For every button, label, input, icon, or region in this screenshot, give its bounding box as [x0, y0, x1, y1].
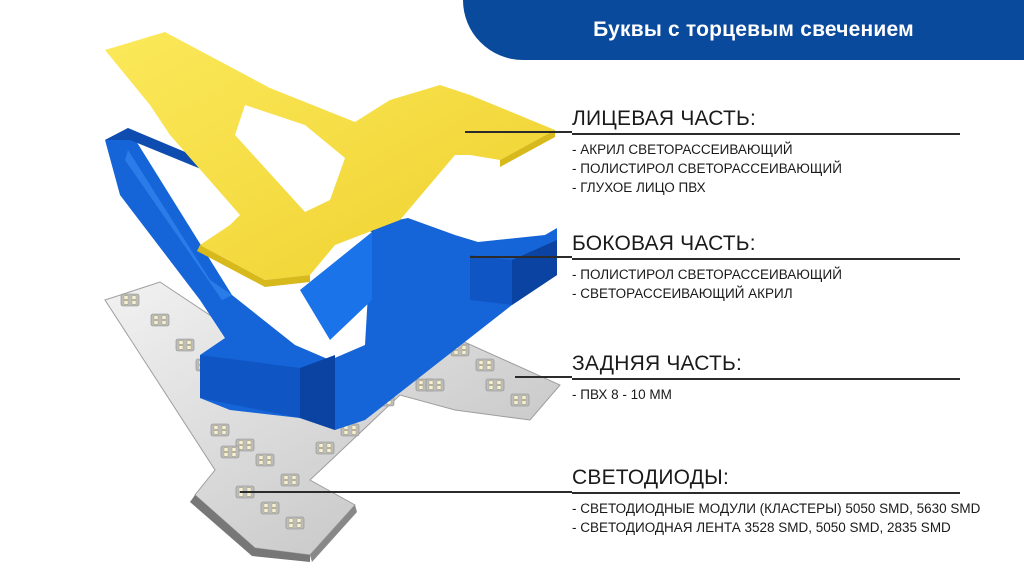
divider	[572, 492, 960, 494]
led-module	[340, 423, 360, 437]
led-module	[220, 445, 240, 459]
list-item: - ПОЛИСТИРОЛ СВЕТОРАССЕИВАЮЩИЙ	[572, 161, 842, 176]
list-item: - АКРИЛ СВЕТОРАССЕИВАЮЩИЙ	[572, 142, 793, 157]
section-heading-leds: СВЕТОДИОДЫ:	[572, 466, 729, 489]
led-module	[280, 473, 300, 487]
led-module	[260, 501, 280, 515]
title-banner: Буквы с торцевым свечением	[463, 0, 1024, 60]
led-module	[510, 393, 530, 407]
led-module	[150, 313, 170, 327]
leader-lines	[240, 131, 572, 493]
led-module	[255, 453, 275, 467]
page-title: Буквы с торцевым свечением	[593, 18, 914, 41]
list-item: - СВЕТОДИОДНЫЕ МОДУЛИ (КЛАСТЕРЫ) 5050 SM…	[572, 501, 981, 516]
led-module	[485, 378, 505, 392]
divider	[572, 258, 960, 260]
section-heading-face: ЛИЦЕВАЯ ЧАСТЬ:	[572, 107, 756, 130]
section-back: ЗАДНЯЯ ЧАСТЬ: - ПВХ 8 - 10 ММ	[572, 352, 1002, 404]
list-item: - ГЛУХОЕ ЛИЦО ПВХ	[572, 180, 706, 195]
list-item: - СВЕТОРАССЕИВАЮЩИЙ АКРИЛ	[572, 286, 793, 301]
led-module	[120, 293, 140, 307]
led-module	[425, 378, 445, 392]
led-module	[285, 516, 305, 530]
list-item: - ПВХ 8 - 10 ММ	[572, 387, 672, 402]
section-leds: СВЕТОДИОДЫ: - СВЕТОДИОДНЫЕ МОДУЛИ (КЛАСТ…	[572, 466, 1002, 537]
list-item: - ПОЛИСТИРОЛ СВЕТОРАССЕИВАЮЩИЙ	[572, 267, 842, 282]
led-module	[315, 441, 335, 455]
section-heading-back: ЗАДНЯЯ ЧАСТЬ:	[572, 352, 742, 375]
led-module	[175, 338, 195, 352]
section-face: ЛИЦЕВАЯ ЧАСТЬ: - АКРИЛ СВЕТОРАССЕИВАЮЩИЙ…	[572, 107, 1002, 197]
list-item: - СВЕТОДИОДНАЯ ЛЕНТА 3528 SMD, 5050 SMD,…	[572, 520, 951, 535]
section-heading-sides: БОКОВАЯ ЧАСТЬ:	[572, 232, 756, 255]
led-module	[475, 358, 495, 372]
led-module	[210, 423, 230, 437]
section-sides: БОКОВАЯ ЧАСТЬ: - ПОЛИСТИРОЛ СВЕТОРАССЕИВ…	[572, 232, 1002, 303]
divider	[572, 133, 960, 135]
face-panel	[105, 32, 555, 287]
divider	[572, 378, 960, 380]
